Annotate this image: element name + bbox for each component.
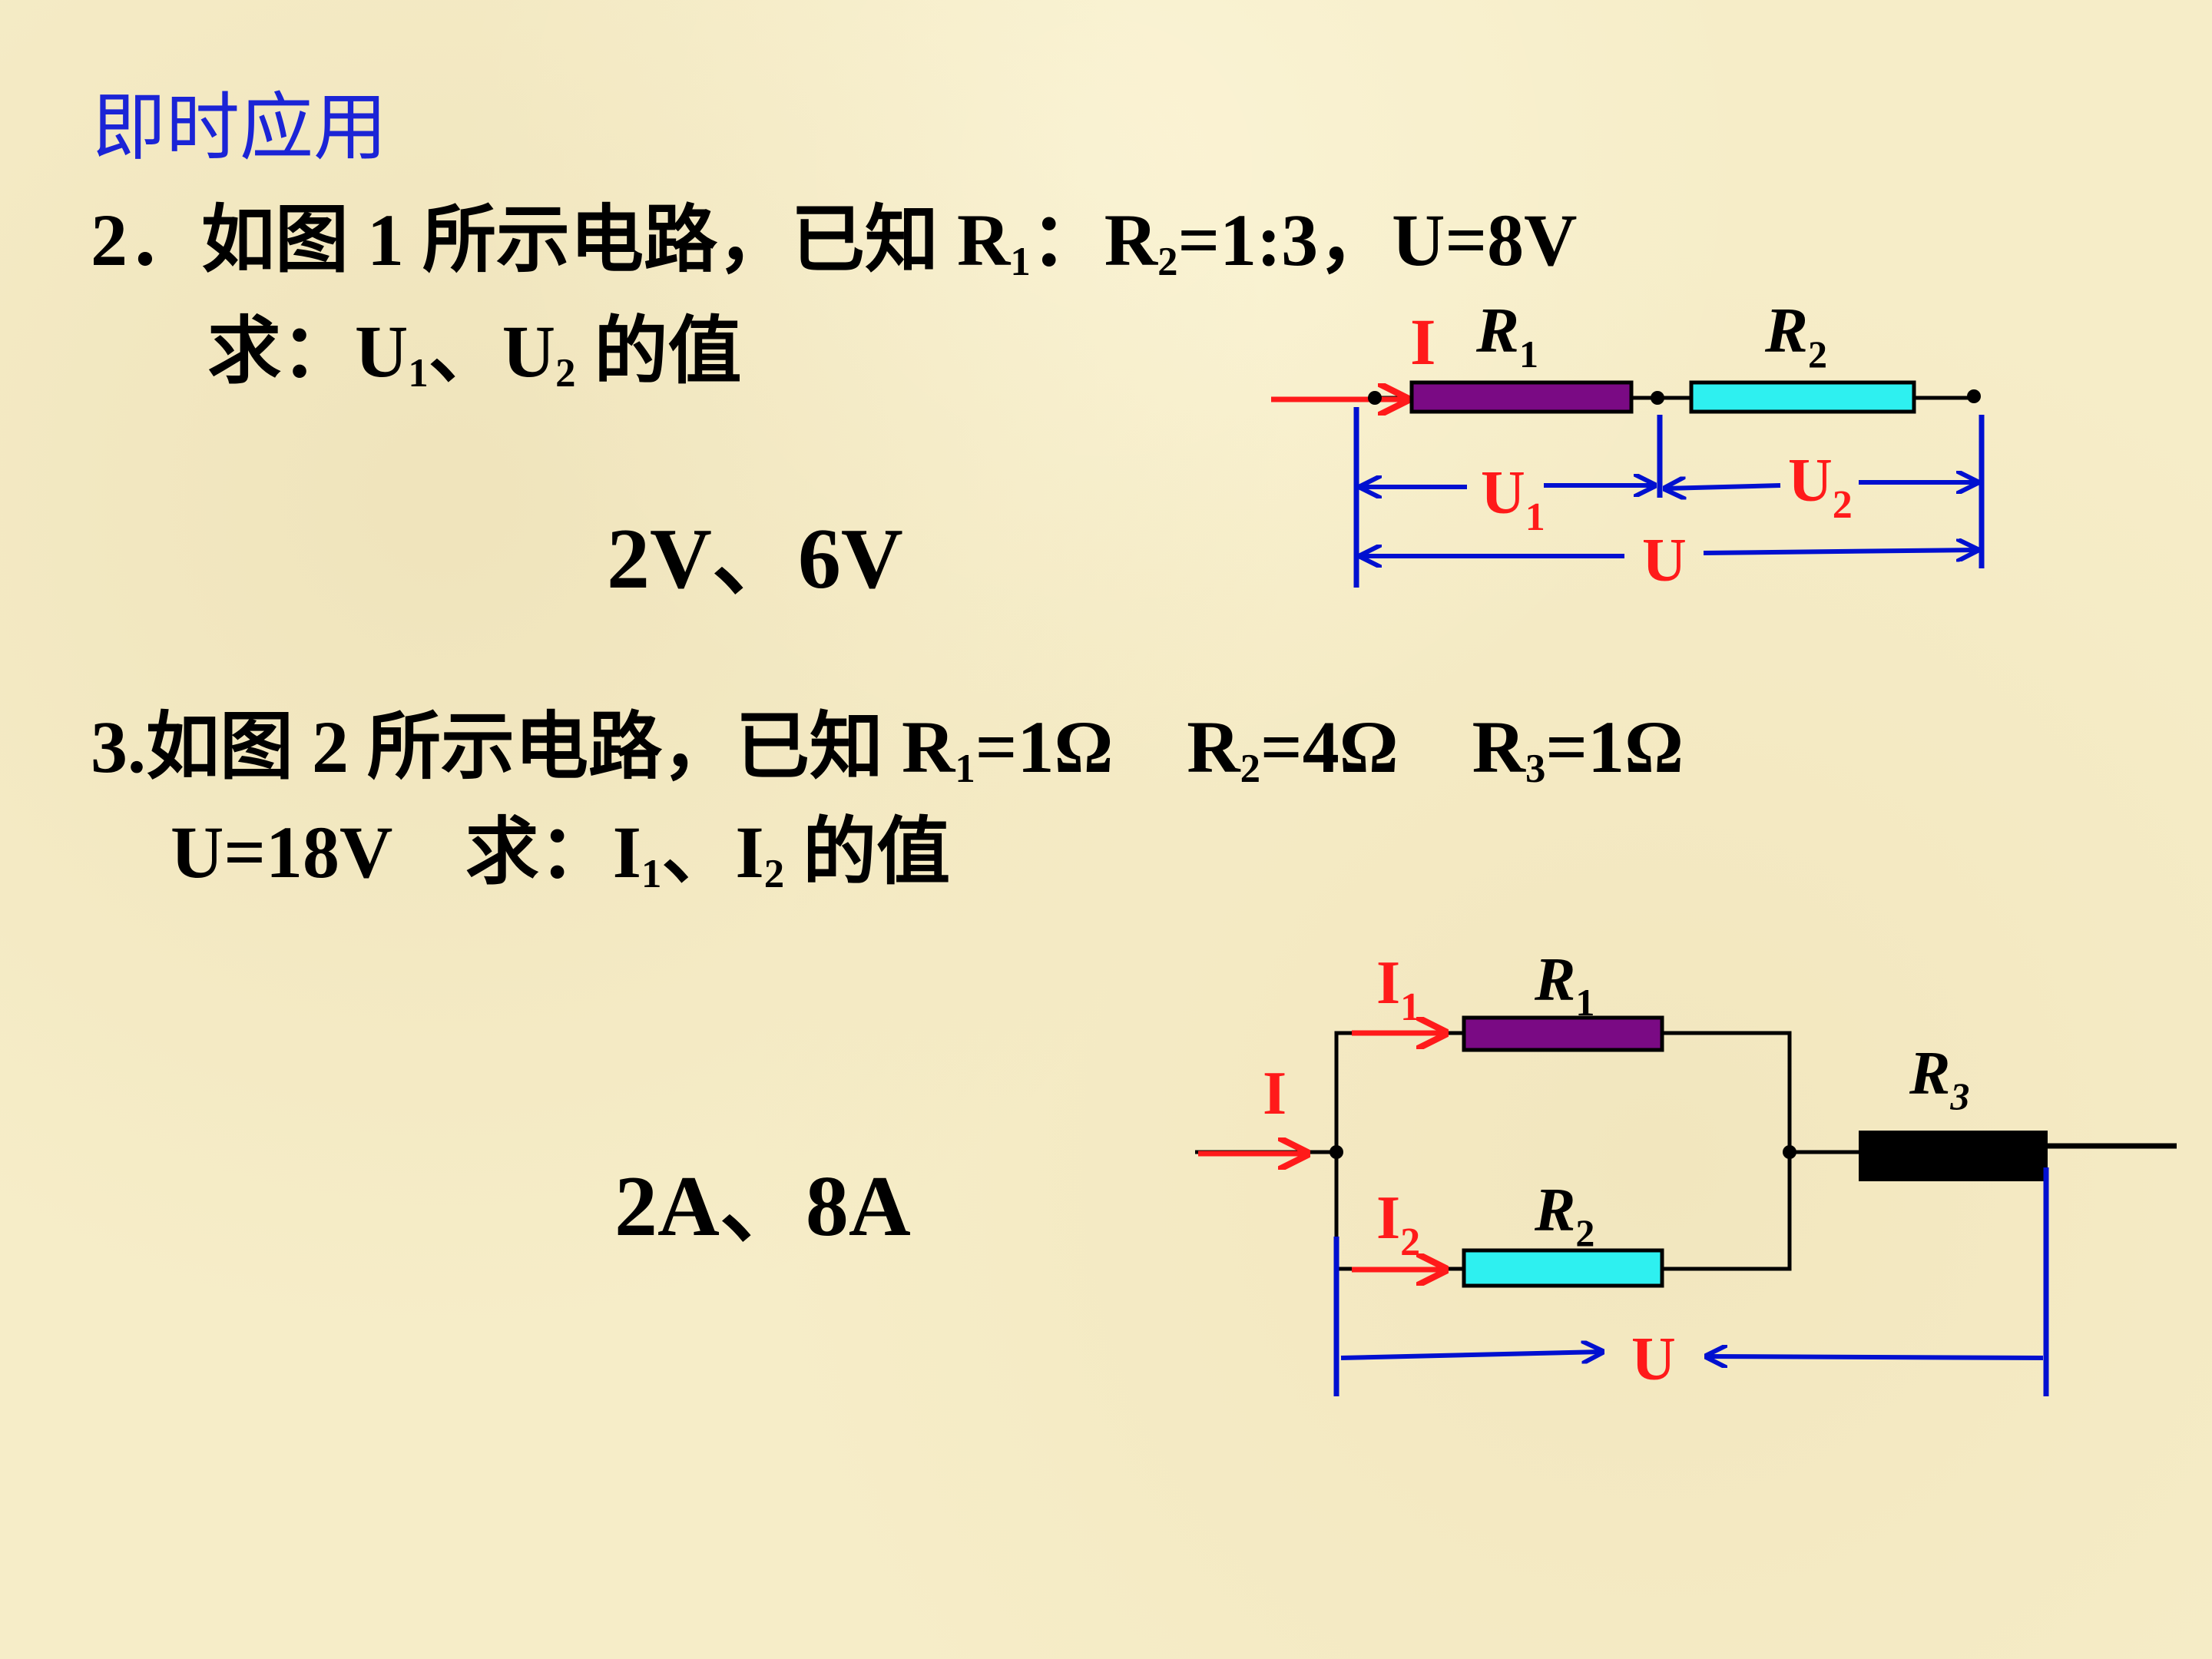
c1-u-label: U: [1642, 527, 1687, 594]
q3-answer: 2A、8A: [614, 1159, 911, 1254]
circuit-2: I I1 I2 R1 R2 R3 U: [1195, 946, 2177, 1396]
c1-u1-label: U1: [1481, 459, 1545, 539]
c1-node-mid: [1651, 391, 1664, 405]
q3-line2: U=18V 求：I1、I2 的值: [171, 811, 951, 897]
c1-node-left: [1368, 391, 1382, 405]
q3-line1: 3.如图 2 所示电路，已知 R1=1Ω R2=4Ω R3=1Ω: [91, 706, 1684, 792]
c2-resistor-r3: [1859, 1131, 2048, 1181]
q2-line2: 求：U1、U2 的值: [207, 310, 742, 396]
heading: 即时应用: [92, 84, 387, 171]
c1-resistor-r1: [1409, 380, 1634, 414]
circuit-1: I R1 R2 U1 U2 U: [1271, 295, 1985, 594]
c2-u-arrow-left: [1340, 1352, 1602, 1358]
c1-resistor-r2: [1689, 380, 1916, 414]
c2-r2-label: R2: [1534, 1177, 1594, 1254]
c1-u2-arrow-left: [1665, 485, 1781, 488]
c1-r2-label: R2: [1764, 295, 1827, 376]
c1-u2-label: U2: [1788, 447, 1853, 527]
c2-resistor-r2: [1462, 1248, 1664, 1288]
c1-u-arrow-right: [1703, 550, 1977, 553]
c2-u-arrow-right: [1707, 1356, 2044, 1358]
q2-line1: 2．如图 1 所示电路，已知 R1：R2=1:3，U=8V: [91, 199, 1578, 285]
c1-r1-label: R1: [1475, 295, 1538, 376]
c1-node-right: [1967, 389, 1981, 403]
c2-u-label: U: [1631, 1326, 1676, 1393]
c1-current-label: I: [1410, 305, 1435, 379]
c2-i2-label: I2: [1376, 1184, 1420, 1264]
c2-node-left: [1330, 1145, 1343, 1159]
c2-r1-label: R1: [1534, 946, 1594, 1024]
c2-resistor-r1: [1462, 1015, 1664, 1052]
c2-node-right: [1783, 1145, 1796, 1159]
c2-i1-label: I1: [1376, 949, 1420, 1029]
c2-current-label: I: [1263, 1060, 1286, 1128]
c2-r3-label: R3: [1909, 1040, 1969, 1118]
q2-answer: 2V、6V: [607, 512, 903, 607]
